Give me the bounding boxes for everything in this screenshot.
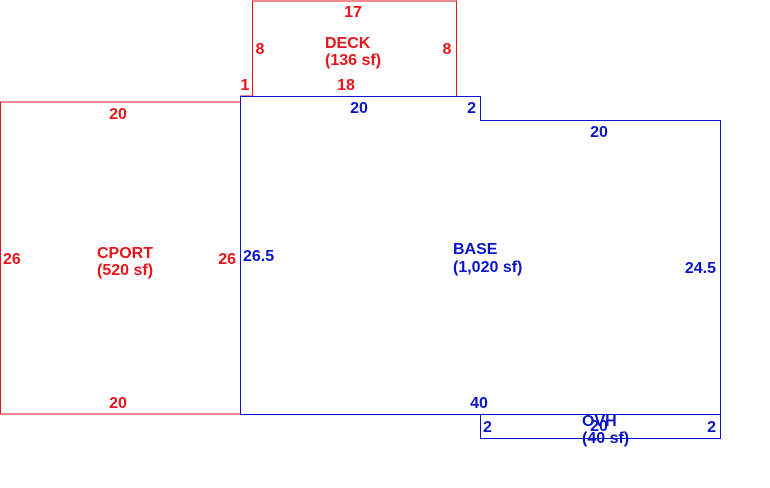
ovh-dim-left: 2 — [483, 419, 492, 436]
cport-dim-top: 20 — [109, 106, 127, 123]
base-dim-bottom: 40 — [470, 395, 488, 412]
base-dim-left: 26.5 — [243, 248, 274, 265]
deck-name: DECK — [325, 35, 371, 52]
base-dim-step: 2 — [467, 100, 476, 117]
base-dim-top-left: 20 — [350, 100, 368, 117]
deck-area: (136 sf) — [325, 52, 381, 69]
ovh-section: 2 2 20 OVH (40 sf) — [480, 413, 721, 447]
ovh-area: (40 sf) — [582, 430, 629, 447]
cport-dim-bottom: 20 — [109, 395, 127, 412]
base-dim-right: 24.5 — [685, 260, 716, 277]
cport-name: CPORT — [97, 245, 153, 262]
ovh-dim-top: 20 — [590, 418, 608, 435]
base-outline — [240, 96, 721, 415]
deck-dim-offset: 1 — [241, 77, 250, 94]
deck-dim-right: 8 — [443, 41, 452, 58]
base-dim-top-right: 20 — [590, 124, 608, 141]
base-area: (1,020 sf) — [453, 259, 522, 276]
cport-section: 20 20 26 26 CPORT (520 sf) — [0, 101, 241, 415]
deck-section: 17 8 8 18 1 DECK (136 sf) — [240, 0, 457, 102]
cport-dim-left: 26 — [3, 251, 21, 268]
cport-area: (520 sf) — [97, 262, 153, 279]
cport-dim-right: 26 — [218, 251, 236, 268]
base-section: 20 2 20 26.5 24.5 40 BASE (1,020 sf) — [240, 96, 721, 415]
ovh-name: OVH — [582, 413, 617, 430]
ovh-dim-right: 2 — [707, 419, 716, 436]
ovh-outline — [480, 414, 721, 439]
deck-dim-bottom: 18 — [337, 77, 355, 94]
deck-dim-top: 17 — [344, 4, 362, 21]
base-name: BASE — [453, 241, 498, 258]
deck-dim-left: 8 — [256, 41, 265, 58]
